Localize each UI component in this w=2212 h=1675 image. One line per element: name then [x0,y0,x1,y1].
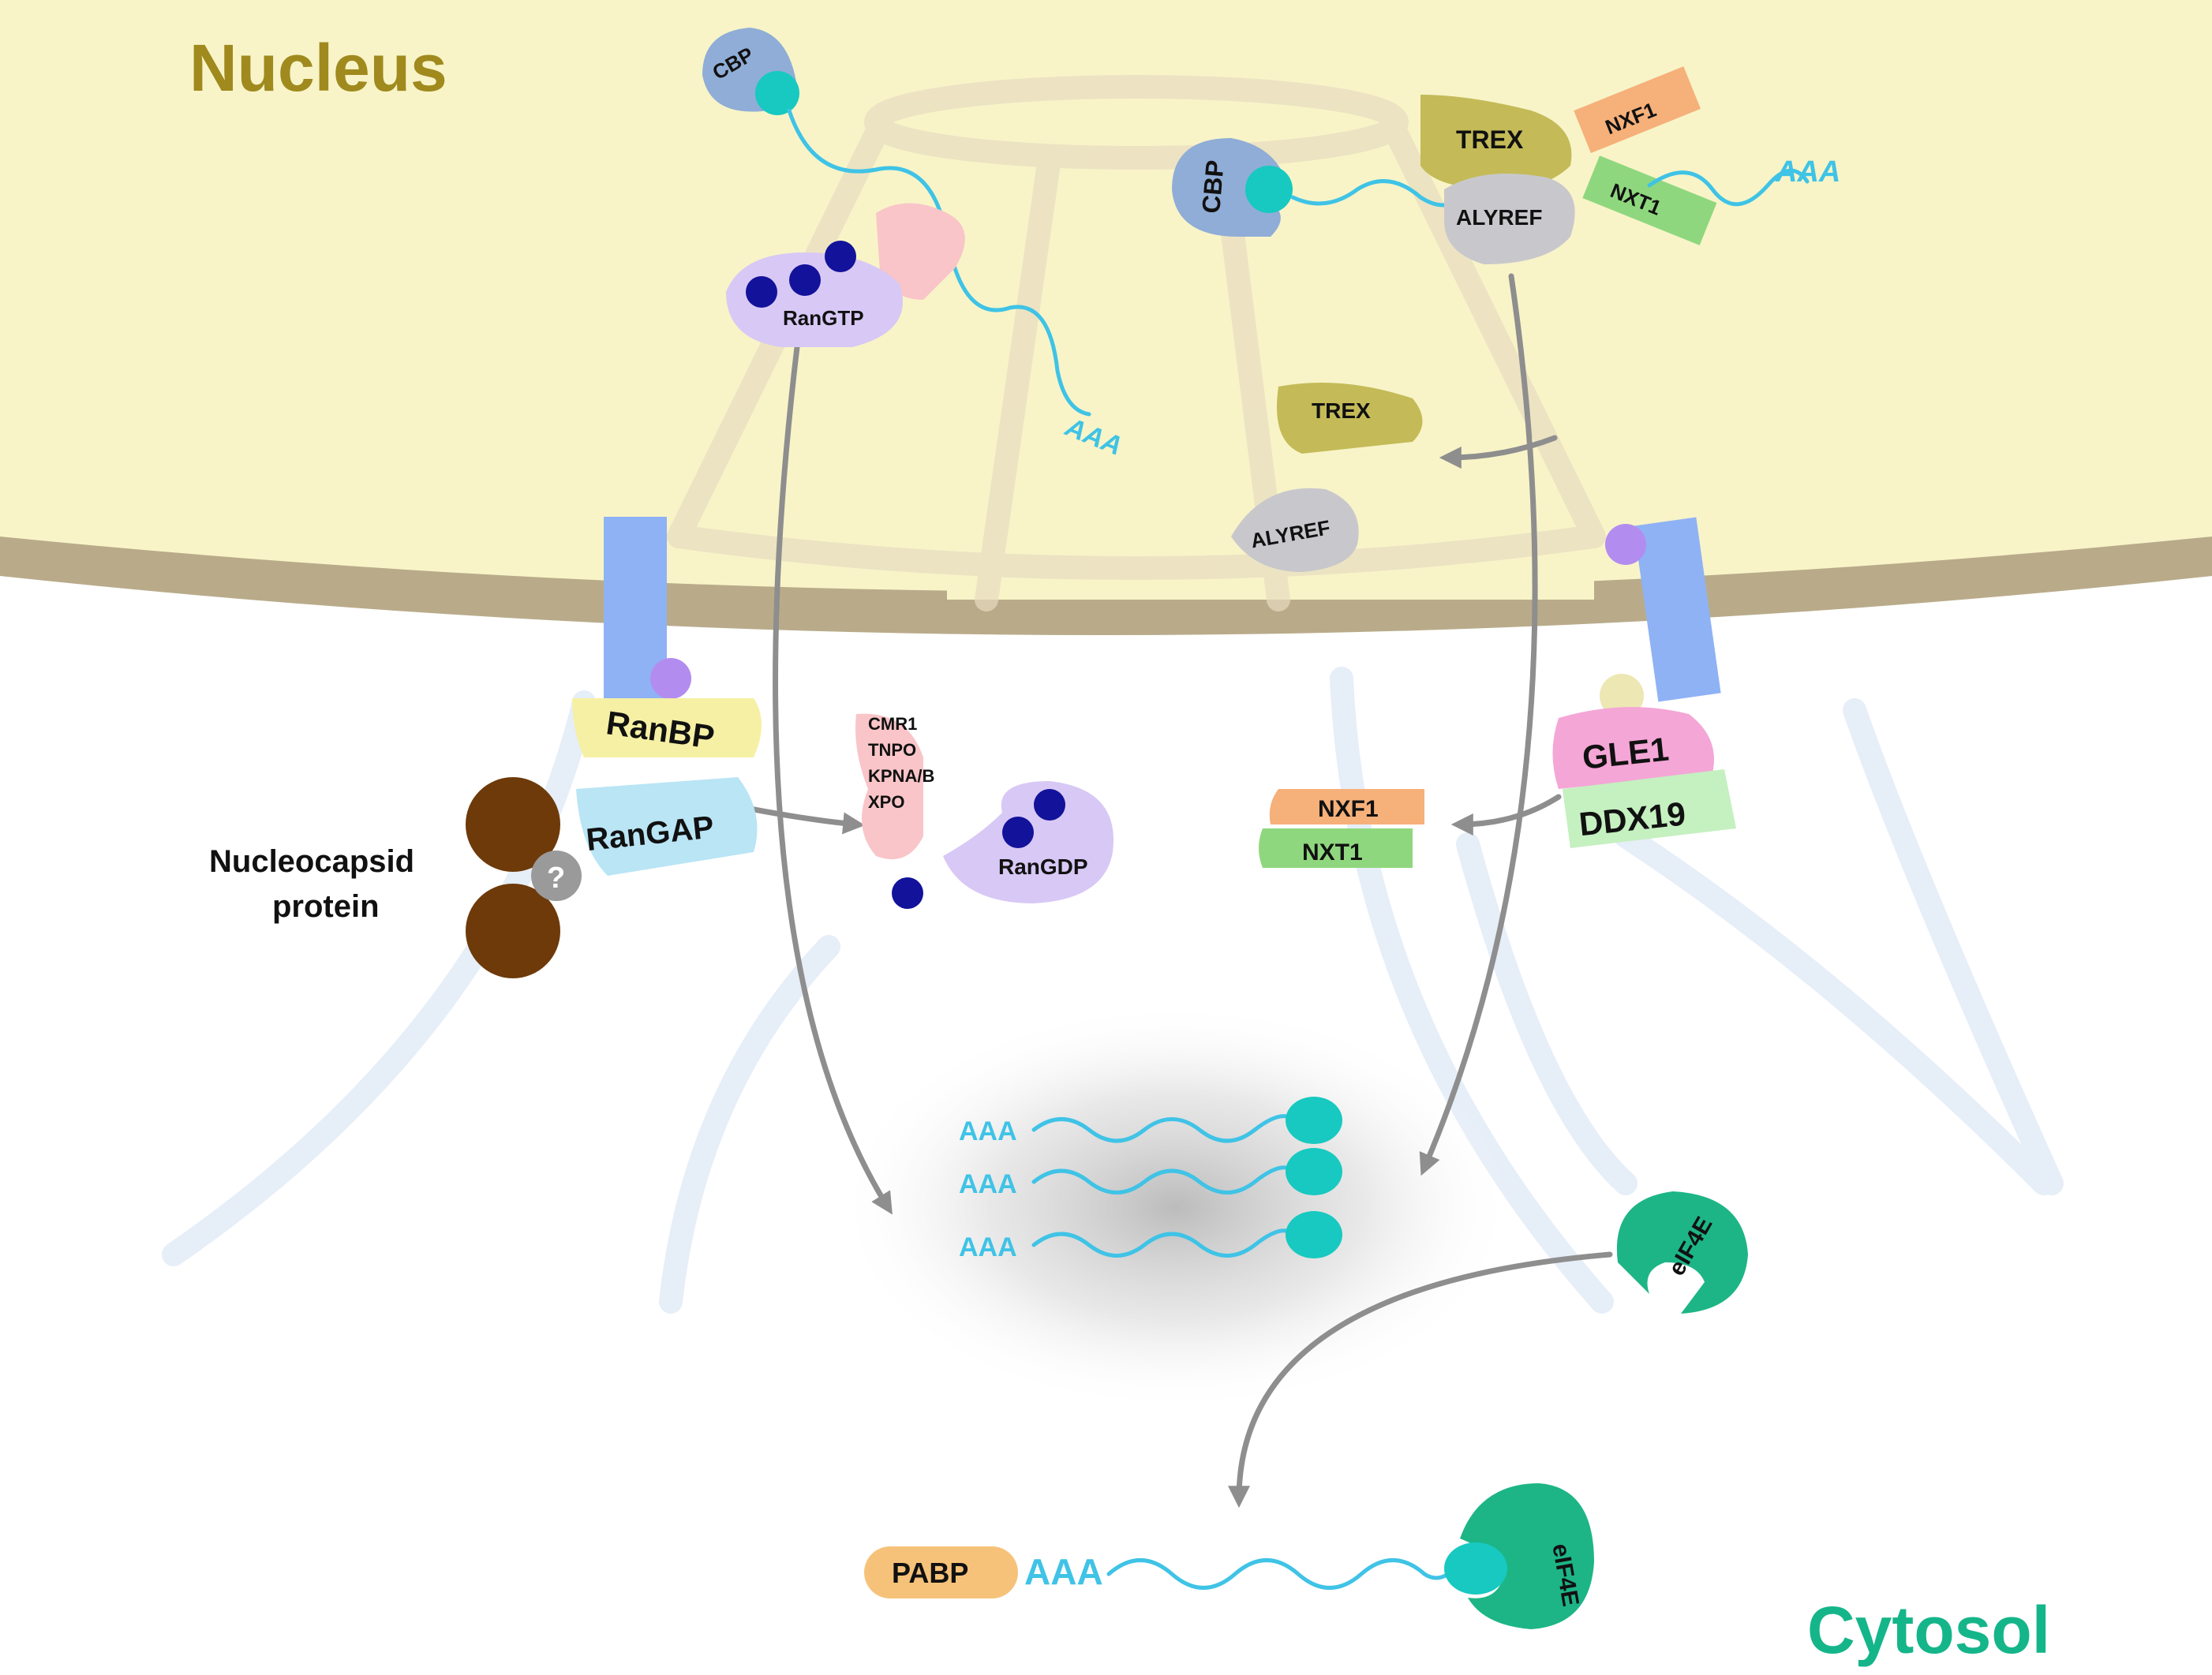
rangtp-shape [726,252,903,347]
alyref-shape [1444,174,1575,264]
nucleocapsid-shape [466,777,560,872]
translating-mrna: PABP AAA eIF4E [864,1483,1594,1629]
ranbp-rangap-complex: RanBP RanGAP ? Nucleocapsid protein [209,698,762,978]
transport-arrows [747,273,1613,1509]
mrna-strand-3 [1647,168,1810,207]
eif4e-free: eIF4E [1616,1191,1748,1314]
trex-label-2: TREX [1312,398,1371,423]
cap-icon [755,71,799,115]
mrna-strand-2 [1290,179,1466,208]
nucleocapsid-label-1: Nucleocapsid [209,844,414,879]
unknown-mark: ? [547,862,565,895]
gle1-ddx19-complex: GLE1 DDX19 [1552,674,1736,848]
cbp-shape [1172,138,1286,237]
eif4e-shape [1616,1191,1748,1314]
pore-anchor-right [1634,517,1721,702]
cap-icon [1444,1542,1507,1595]
gle1-bead [1600,674,1644,718]
karyopherin-label: KPNA/B [868,766,934,786]
polya-label-4: AAA [959,1169,1017,1199]
gle1-label: GLE1 [1581,730,1671,776]
mrna-strand-1 [787,108,1091,417]
nxt1-shape [1259,828,1413,868]
trex-shape [1277,383,1423,454]
nucleocapsid-shape [466,884,560,978]
cbp-label-2: CBP [1196,159,1230,214]
ddx19-shape [1563,769,1736,848]
cap-icon [1286,1097,1342,1144]
exportin-shape [876,203,965,300]
nucleus-label: Nucleus [189,31,447,105]
nxf1-shape [1574,66,1701,154]
karyopherin-shape [855,713,923,860]
rangtp-label: RanGTP [783,306,864,330]
rangap-shape [576,777,758,876]
rangdp-label: RanGDP [998,854,1088,879]
cytoplasmic-filaments [162,667,2064,1314]
ran-bead [1034,789,1065,821]
unknown-link [531,851,582,901]
pore-bead-left [650,658,691,699]
cytosol-label: Cytosol [1807,1593,2050,1667]
ran-bead [825,241,856,272]
eif4e-shape [1460,1483,1594,1629]
karyopherin-label: CMR1 [868,714,917,734]
polya-label-6: AAA [1024,1551,1103,1592]
released-nxf1-nxt1: NXF1 NXT1 [1259,789,1424,868]
gle1-shape [1552,707,1714,789]
alyref-shape [1231,488,1359,572]
ran-bead [1002,817,1034,848]
nxt1-shape [1582,155,1717,245]
ranbp-shape [572,698,762,757]
karyopherin-label: XPO [868,792,904,812]
cap-icon [1245,166,1293,213]
nxt1-label-2: NXT1 [1302,839,1363,866]
polya-label-3: AAA [959,1116,1017,1146]
polya-label-5: AAA [959,1232,1017,1262]
nucleocapsid-label-2: protein [272,889,380,924]
released-factors: TREX ALYREF [1231,383,1423,572]
nxf1-label-2: NXF1 [1318,796,1379,822]
trex-shape [1420,95,1572,189]
cap-icon [1286,1148,1342,1195]
ran-bead [746,276,777,308]
cap-icon [1286,1211,1342,1258]
karyopherin-rangdp: CMR1 TNPO KPNA/B XPO RanGDP [855,713,1113,909]
ran-bead [789,264,821,296]
polya-label-2: AAA [1775,155,1840,189]
pore-bead-right [1605,524,1646,565]
ran-bead [892,877,923,909]
alyref-label-1: ALYREF [1456,205,1542,230]
pabp-label: PABP [892,1557,968,1589]
exported-mrnas: AAA AAA AAA [959,1097,1342,1262]
nxf1-shape [1269,789,1424,824]
mrna-cloud [837,1002,1515,1412]
trex-complex-nuclear: CBP TREX ALYREF NXF1 NXT1 AAA [1172,66,1840,264]
pabp-shape [864,1546,1018,1598]
trex-label-1: TREX [1456,125,1524,154]
karyopherin-label: TNPO [868,740,916,760]
